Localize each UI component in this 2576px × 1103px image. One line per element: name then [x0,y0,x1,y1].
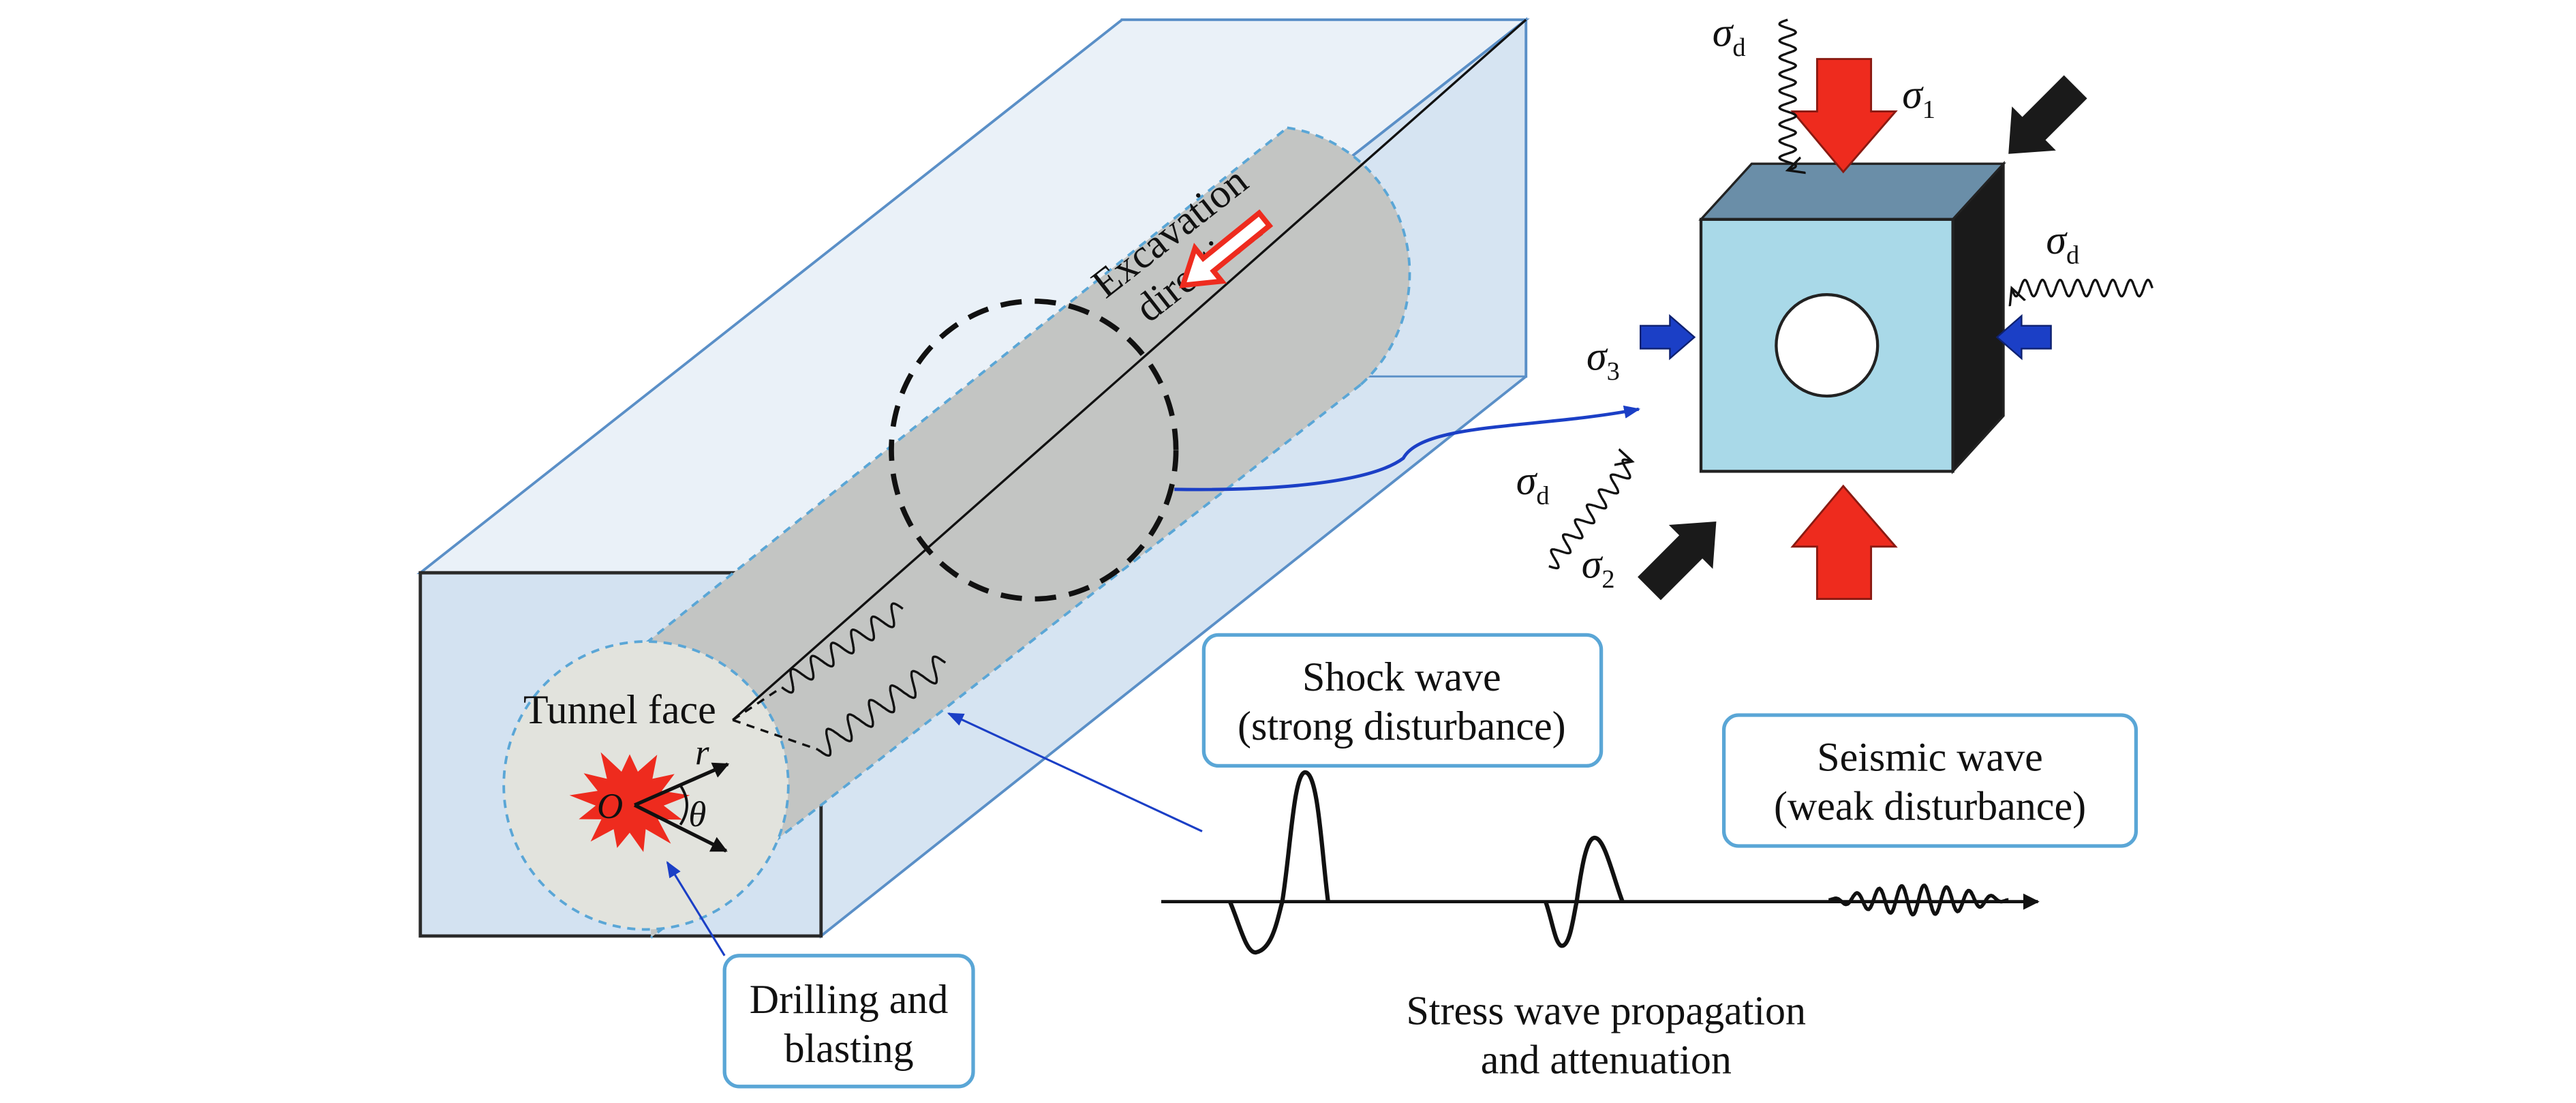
sigma3-arrow-right [1995,314,2052,361]
sigma2-arrow-bottom [1638,521,1717,601]
theta-label: θ [688,795,706,834]
stress-element-cube [1698,160,2006,474]
sigmad-label-bottom: σd [1516,458,1550,510]
propagation-caption: Stress wave propagation and attenuation [1407,988,1807,1083]
origin-label: O [597,787,623,826]
svg-text:Seismic wave: Seismic wave [1817,735,2043,780]
sigma3-label: σ3 [1586,334,1620,386]
svg-text:(strong disturbance): (strong disturbance) [1238,704,1566,749]
wave-arrows-tunnel [732,602,947,757]
seismic-wave-trace [1828,883,2009,917]
sigma1-arrow-top [1790,58,1898,174]
shock-wave-callout: Shock wave (strong disturbance) [1201,633,1604,768]
svg-text:(weak disturbance): (weak disturbance) [1774,784,2086,829]
attenuated-pulse [1544,835,1625,948]
svg-text:and attenuation: and attenuation [1481,1038,1732,1083]
element-connector [1174,405,1641,492]
shock-wave-pointer [947,712,1203,832]
sigma1-label: σ1 [1902,72,1935,124]
sigmad-label-top: σd [1713,10,1746,61]
svg-text:Stress wave propagation: Stress wave propagation [1407,988,1807,1033]
sigma3-arrow-left [1640,314,1696,361]
svg-text:Shock wave: Shock wave [1302,654,1501,699]
shock-wave-pulse [1227,770,1330,955]
sigmad-wave-top [1778,18,1796,170]
tunnel-face-label: Tunnel face [523,687,716,732]
svg-text:Drilling and: Drilling and [750,977,949,1022]
sigma2-arrow-top [2008,75,2087,154]
polar-coordinates: O r θ [597,733,730,853]
section-circle-dashed [889,298,1179,602]
drilling-pointer [666,860,726,956]
sigmad-wave-right [2012,278,2153,297]
drilling-blasting-callout: Drilling and blasting [722,954,975,1089]
sigmad-label-right: σd [2046,217,2079,269]
excavation-arrow [1179,209,1274,288]
sigmad-wave-bottom [1548,459,1632,570]
r-axis-arrow [634,762,730,807]
sigma2-label: σ2 [1582,541,1615,593]
tunnel-axis-line [732,18,1527,721]
blast-icon [569,752,690,852]
svg-text:blasting: blasting [784,1026,914,1071]
stress-wave-propagation [1161,770,2040,955]
sigma1-arrow-bottom [1790,484,1898,601]
theta-axis-arrow [634,803,728,853]
cavity-hole [1775,293,1880,398]
seismic-wave-callout: Seismic wave (weak disturbance) [1721,713,2138,848]
r-label: r [695,733,709,772]
sigma-labels: σd σ1 σd σ3 σd σ2 [1516,10,2079,593]
